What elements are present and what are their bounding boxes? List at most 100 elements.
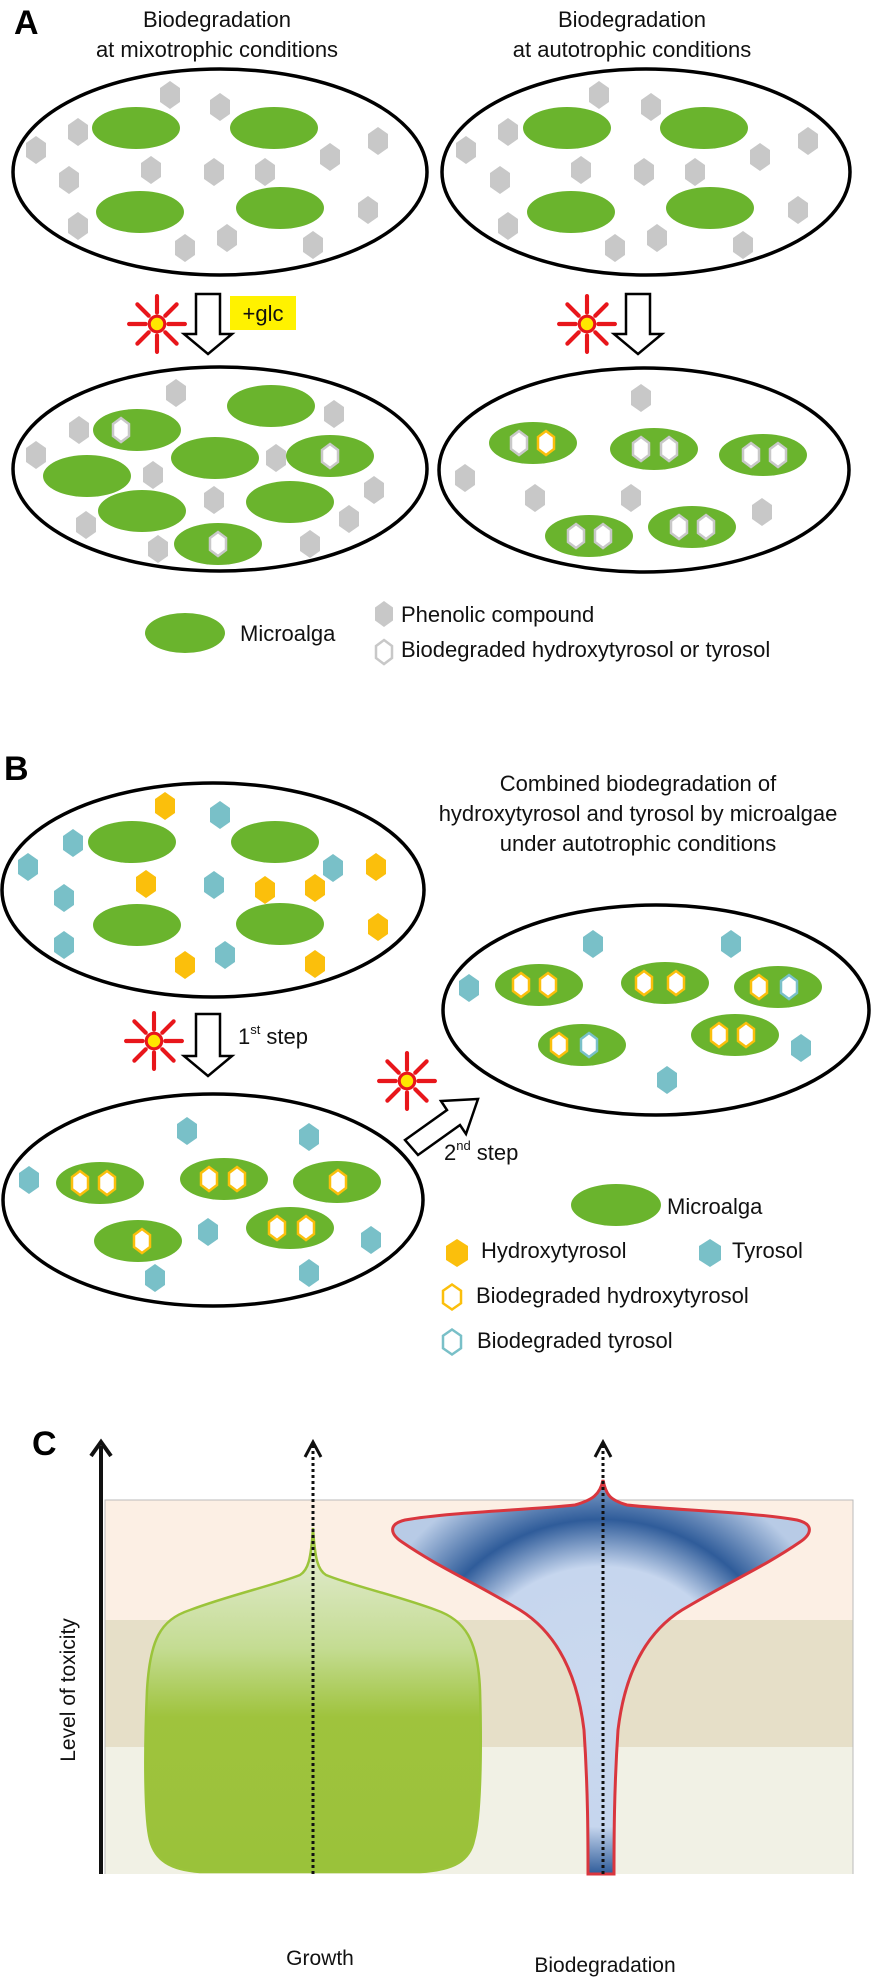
tyrosol	[657, 1066, 677, 1094]
tyrosol	[19, 1166, 39, 1194]
phenolic-compound	[148, 535, 168, 563]
tyrosol	[299, 1123, 319, 1151]
phenolic-compound	[498, 212, 518, 240]
hydroxytyrosol	[305, 874, 325, 902]
biodegraded-hydroxytyrosol	[736, 1021, 756, 1049]
light-icon	[129, 296, 185, 352]
step1-sup: st	[250, 1022, 261, 1037]
phenolic-compound	[26, 136, 46, 164]
tyrosol	[721, 930, 741, 958]
panel-letter-b: B	[4, 750, 29, 788]
tyrosol	[791, 1034, 811, 1062]
biodegraded-hydroxytyrosol	[634, 969, 654, 997]
x-label-growth: Growth	[286, 1947, 354, 1970]
phenolic-compound	[498, 118, 518, 146]
phenolic-compound	[752, 498, 772, 526]
legend-biodeg-tyrosol-label: Biodegraded tyrosol	[477, 1328, 673, 1353]
phenolic-compound	[160, 81, 180, 109]
legend-phenolic-icon	[375, 601, 393, 627]
step1-num: 1	[238, 1024, 250, 1049]
microalga-cell	[180, 1158, 268, 1200]
biodegraded-hydroxytyrosol	[267, 1214, 287, 1242]
y-axis-arrowhead-icon	[89, 1438, 113, 1458]
phenolic-compound	[364, 476, 384, 504]
legend-biodegraded-label: Biodegraded hydroxytyrosol or tyrosol	[401, 637, 770, 662]
tyrosol	[198, 1218, 218, 1246]
arrow-down-icon	[180, 292, 236, 356]
microalga-cell	[719, 434, 807, 476]
x-label-biodegradation: Biodegradation	[534, 1954, 675, 1977]
biodegraded-hydroxytyrosol	[709, 1021, 729, 1049]
legend-microalga-label: Microalga	[240, 621, 336, 646]
microalga-cell	[236, 903, 324, 945]
microalga-cell	[93, 904, 181, 946]
microalga-cell	[230, 107, 318, 149]
phenolic-compound	[339, 505, 359, 533]
phenolic-compound	[76, 511, 96, 539]
hydroxytyrosol	[368, 913, 388, 941]
phenolic-compound	[26, 441, 46, 469]
legend-microalga-swatch	[145, 613, 225, 653]
arrow-down-icon	[610, 292, 666, 356]
phenolic-compound	[300, 530, 320, 558]
biodegraded-compound	[669, 513, 689, 541]
panel-a-left-title-line1: Biodegradation	[143, 7, 291, 32]
microalga-cell	[527, 191, 615, 233]
phenolic-compound	[59, 166, 79, 194]
microalga-cell	[648, 506, 736, 548]
microalga-cell	[231, 821, 319, 863]
microalga-cell	[691, 1014, 779, 1056]
tyrosol	[18, 853, 38, 881]
biodegraded-compound	[566, 522, 586, 550]
tyrosol	[583, 930, 603, 958]
tyrosol	[204, 871, 224, 899]
hydroxytyrosol	[305, 950, 325, 978]
light-icon	[126, 1013, 182, 1069]
phenolic-compound	[647, 224, 667, 252]
biodegraded-hydroxytyrosol	[296, 1214, 316, 1242]
panel-c: C Level of toxicity Growth Biodegradatio…	[32, 1425, 854, 1977]
phenolic-compound	[525, 484, 545, 512]
phenolic-compound	[456, 136, 476, 164]
phenolic-compound	[368, 127, 388, 155]
legend-microalga-label: Microalga	[667, 1194, 763, 1219]
microalga-cell	[93, 409, 181, 451]
panel-b: B Combined biodegradation of hydroxytyro…	[0, 750, 871, 1357]
phenolic-compound	[68, 212, 88, 240]
phenolic-compound	[631, 384, 651, 412]
phenolic-compound	[641, 93, 661, 121]
panel-a: A Biodegradation at mixotrophic conditio…	[11, 4, 852, 666]
tyrosol	[210, 801, 230, 829]
step1-word: step	[266, 1024, 308, 1049]
biodegraded-compound	[509, 429, 529, 457]
culture-flask	[437, 366, 851, 574]
biodegraded-compound	[631, 435, 651, 463]
phenolic-compound	[324, 400, 344, 428]
legend-biodeg-hydroxytyrosol-icon	[441, 1282, 463, 1312]
legend-biodeg-hydroxytyrosol-label: Biodegraded hydroxytyrosol	[476, 1283, 749, 1308]
microalga-cell	[246, 481, 334, 523]
microalga-cell	[246, 1207, 334, 1249]
panel-b-title-line2: hydroxytyrosol and tyrosol by microalgae	[439, 801, 838, 826]
phenolic-compound	[204, 158, 224, 186]
phenolic-compound	[621, 484, 641, 512]
glc-badge	[230, 296, 296, 330]
biodegraded-compound	[536, 429, 556, 457]
phenolic-compound	[204, 486, 224, 514]
phenolic-compound	[455, 464, 475, 492]
biodegraded-hydroxytyrosol	[227, 1165, 247, 1193]
panel-a-left-title-line2: at mixotrophic conditions	[96, 37, 338, 62]
phenolic-compound	[143, 461, 163, 489]
phenolic-compound	[788, 196, 808, 224]
legend-biodeg-tyrosol-icon	[441, 1327, 463, 1357]
growth-arrowhead-icon	[303, 1438, 323, 1458]
arrow-diagonal-icon	[403, 1097, 480, 1157]
hydroxytyrosol	[155, 792, 175, 820]
biodegraded-hydroxytyrosol	[666, 969, 686, 997]
hydroxytyrosol	[366, 853, 386, 881]
microalga-cell	[545, 515, 633, 557]
panel-b-title-line1: Combined biodegradation of	[500, 771, 777, 796]
biodegraded-hydroxytyrosol	[328, 1168, 348, 1196]
phenolic-compound	[175, 234, 195, 262]
